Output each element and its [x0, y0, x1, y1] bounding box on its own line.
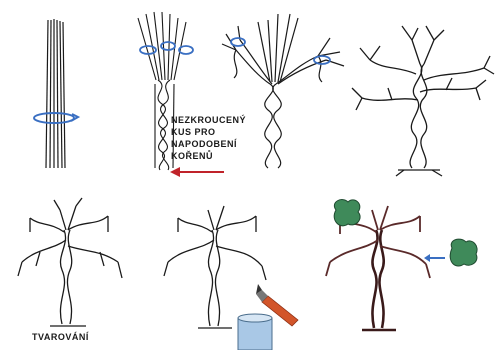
step-4-shaped-tree	[352, 26, 494, 176]
left-arrow-icon	[170, 167, 224, 177]
annotation-line-4: KOŘENŮ	[171, 150, 246, 162]
step-6-painted-tree	[164, 206, 266, 328]
moss-clump-icon	[334, 200, 477, 266]
annotation-line-2: KUS PRO	[171, 126, 246, 138]
annotation-line-3: NAPODOBENÍ	[171, 138, 246, 150]
paint-cup-icon	[238, 314, 272, 350]
untwisted-root-annotation: NEZKROUCENÝ KUS PRO NAPODOBENÍ KOŘENŮ	[171, 114, 246, 162]
rotation-arrow-icon	[34, 113, 78, 123]
rotation-arrow-icon	[231, 38, 330, 64]
rotation-arrow-icon	[424, 254, 445, 262]
step-1-wire-bundle	[46, 19, 65, 168]
annotation-line-1: NEZKROUCENÝ	[171, 114, 246, 126]
caption-line-1: TVAROVÁNÍ	[32, 331, 89, 343]
shaping-caption: TVAROVÁNÍ	[32, 331, 89, 343]
step-5-wired-tree	[18, 198, 122, 326]
